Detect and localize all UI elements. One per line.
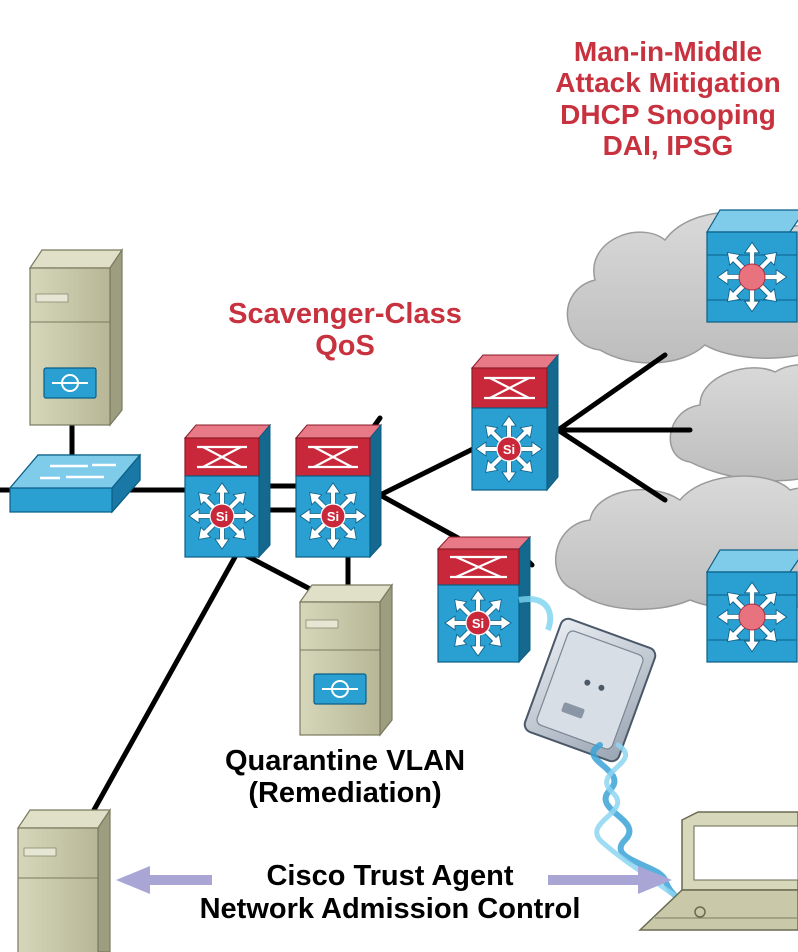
quarantine-label: Quarantine VLAN (Remediation): [170, 745, 520, 810]
mitm-line-2: Attack Mitigation: [555, 67, 781, 99]
server-top-left: [28, 248, 124, 427]
core-switch-1: Si: [183, 423, 272, 559]
cta-line-2: Network Admission Control: [199, 892, 581, 925]
server-bottom-left: [16, 808, 112, 952]
cloud-middle: [669, 364, 798, 482]
cta-label: Cisco Trust Agent Network Admission Cont…: [110, 860, 670, 926]
scavenger-line-1: Scavenger-Class: [228, 298, 462, 330]
quarantine-line-1: Quarantine VLAN: [224, 745, 466, 777]
access-switch: [8, 453, 142, 514]
quarantine-line-2: (Remediation): [248, 777, 442, 810]
server-quarantine: [298, 583, 394, 737]
wireless-switch: Si: [436, 535, 532, 664]
cta-line-1: Cisco Trust Agent: [266, 860, 514, 892]
edge-switch-top: [705, 209, 798, 323]
si-badge: Si: [472, 616, 484, 631]
access-point: [518, 596, 657, 763]
mitm-line-3: DHCP Snooping: [560, 98, 776, 130]
mitm-line-4: DAI, IPSG: [602, 130, 734, 162]
laptop: [638, 811, 798, 931]
edge-switch-bottom: [705, 549, 798, 663]
scavenger-label: Scavenger-Class QoS: [170, 298, 520, 363]
mitm-line-1: Man-in-Middle: [573, 36, 763, 67]
distribution-switch: Si: [470, 353, 560, 492]
core-switch-2: Si: [294, 423, 383, 559]
si-badge: Si: [327, 509, 339, 524]
si-badge: Si: [503, 442, 515, 457]
trust-agent-arrow: [116, 866, 672, 894]
wireless-signal-waves: [590, 742, 703, 908]
mitm-label: Man-in-Middle Attack Mitigation DHCP Sno…: [498, 36, 798, 161]
scavenger-line-2: QoS: [315, 330, 375, 363]
si-badge: Si: [216, 509, 228, 524]
